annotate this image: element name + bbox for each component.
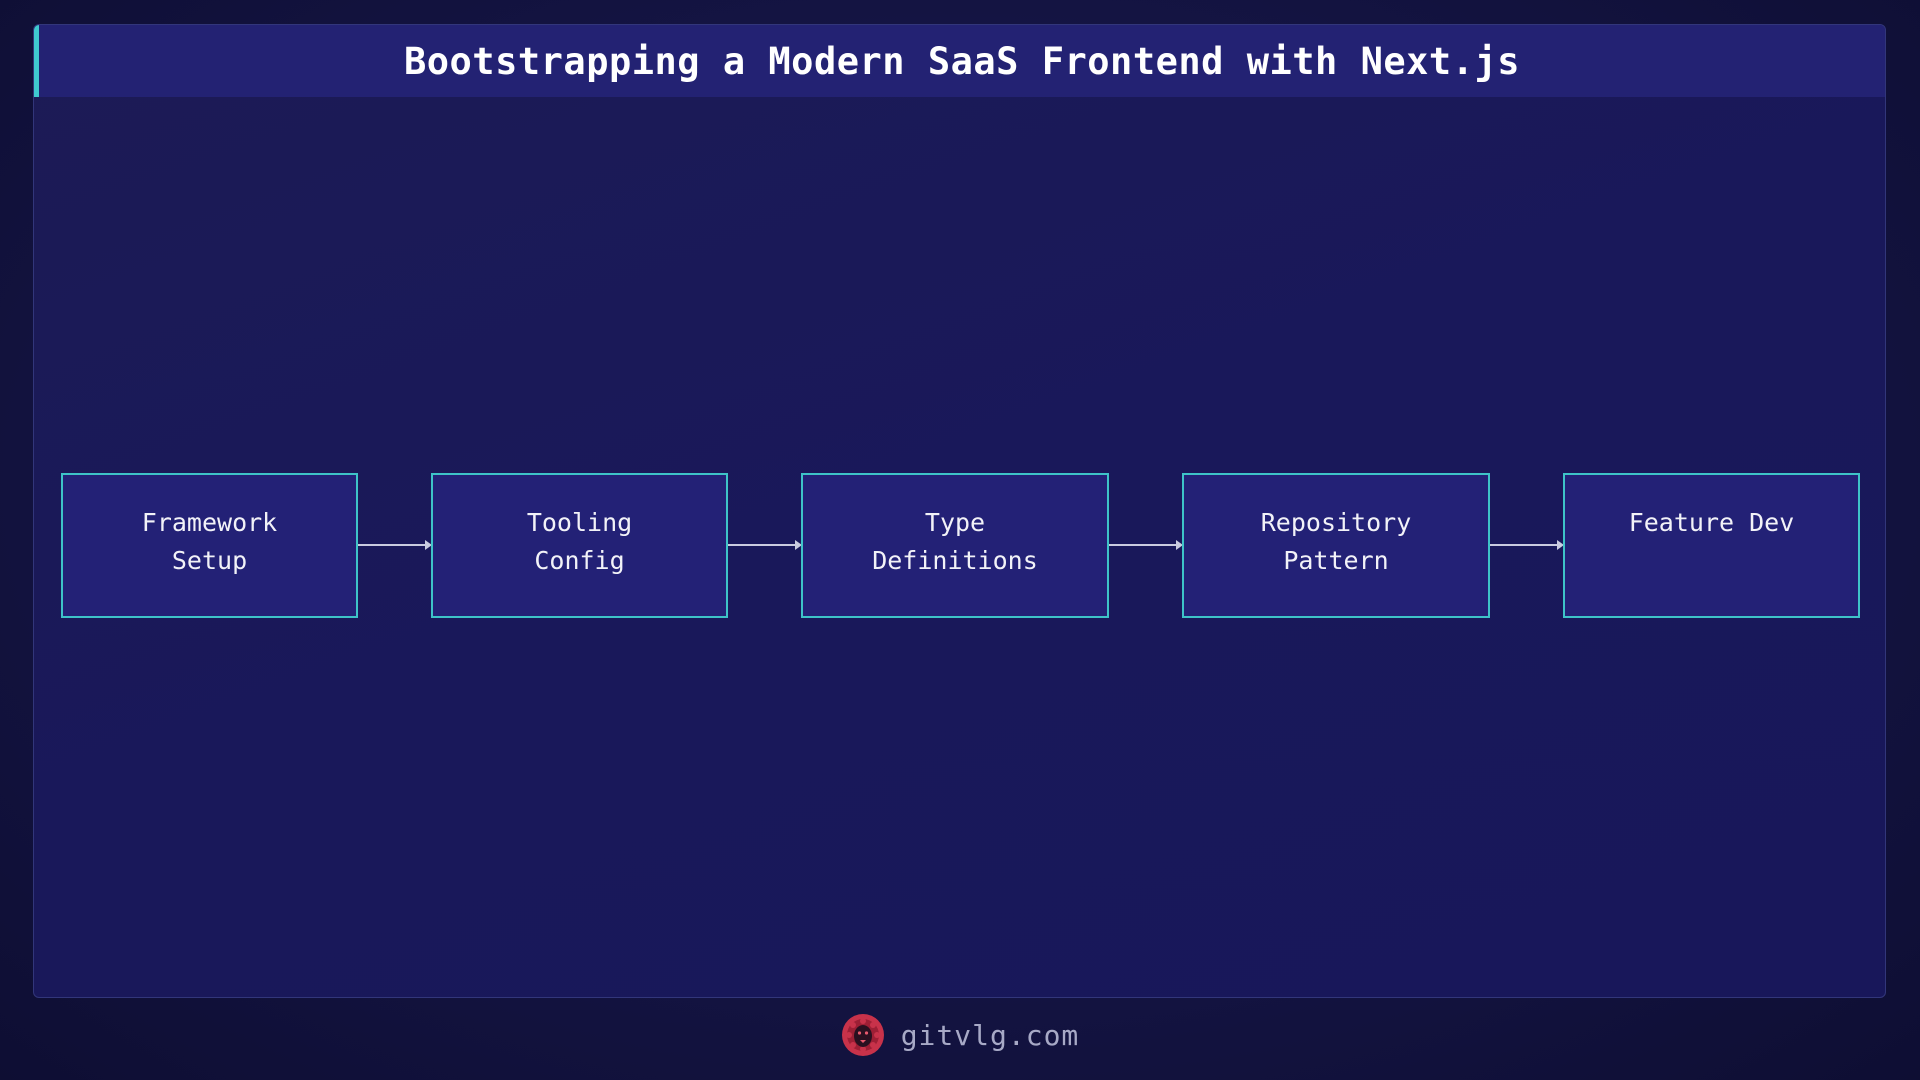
footer: gitvlg.com <box>0 1010 1920 1060</box>
node-label-line: Pattern <box>1283 546 1389 575</box>
node-feature-dev: Feature Dev <box>1563 473 1860 618</box>
node-framework-setup: Framework Setup <box>61 473 358 618</box>
node-label-line: Framework <box>141 508 278 537</box>
lion-logo-icon <box>841 1014 884 1056</box>
node-label-line: Tooling <box>526 508 633 537</box>
footer-site-text: gitvlg.com <box>900 1018 1080 1052</box>
node-label-line: Repository <box>1260 508 1412 537</box>
node-type-definitions: Type Definitions <box>801 473 1109 618</box>
node-label-line: Setup <box>171 546 248 575</box>
node-repository-pattern: Repository Pattern <box>1182 473 1490 618</box>
node-label-line: Definitions <box>872 546 1038 575</box>
node-label-line: Type <box>924 508 986 537</box>
node-tooling-config: Tooling Config <box>431 473 728 618</box>
title-bar: Bootstrapping a Modern SaaS Frontend wit… <box>34 25 1885 97</box>
node-label-line: Feature Dev <box>1628 508 1795 537</box>
node-label-line: Config <box>534 546 625 575</box>
page-title: Bootstrapping a Modern SaaS Frontend wit… <box>403 39 1521 83</box>
